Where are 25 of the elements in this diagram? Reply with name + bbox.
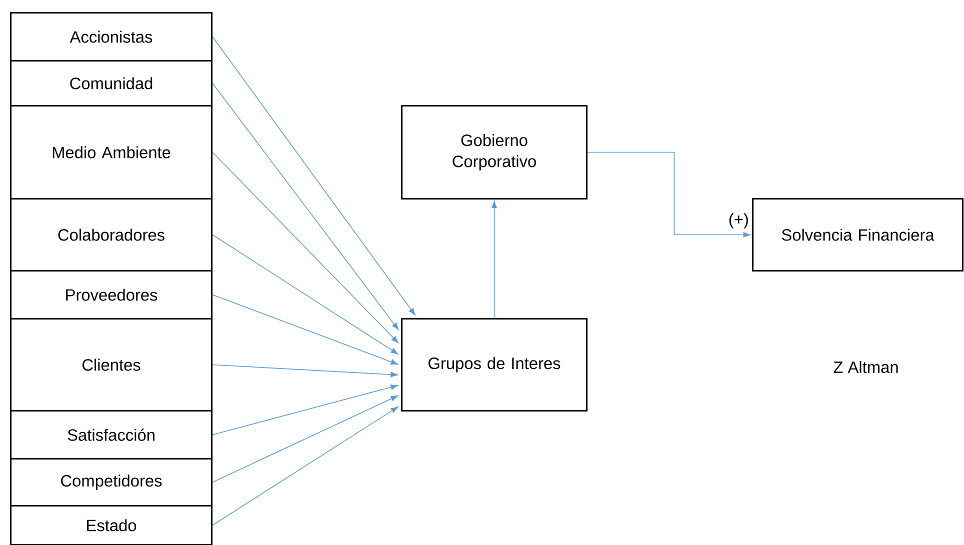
edge-label: (+) (729, 213, 748, 228)
process-box: Gobierno Corporativo (401, 105, 588, 200)
arrow (212, 294, 398, 365)
stakeholder-box: Comunidad (10, 60, 213, 107)
stakeholder-box: Estado (10, 505, 213, 545)
arrow (212, 364, 398, 378)
arrow (212, 384, 398, 436)
arrow (212, 82, 399, 330)
arrow (212, 406, 398, 526)
stakeholder-box: Satisfacción (10, 410, 213, 460)
stakeholder-box: Medio Ambiente (10, 105, 213, 200)
stakeholder-box: Clientes (10, 318, 213, 412)
stakeholder-box: Competidores (10, 458, 213, 507)
process-box: Grupos de Interes (401, 318, 588, 412)
arrow (212, 152, 398, 344)
arrow (587, 152, 751, 238)
arrow (492, 200, 497, 318)
stakeholder-box: Proveedores (10, 270, 213, 320)
annotation-label: Z Altman (834, 360, 898, 374)
arrow (212, 36, 416, 316)
arrow (212, 395, 398, 483)
arrow (212, 234, 398, 354)
stakeholder-box: Colaboradores (10, 198, 213, 272)
stakeholder-box: Accionistas (10, 12, 213, 62)
result-box: Solvencia Financiera (752, 198, 964, 272)
